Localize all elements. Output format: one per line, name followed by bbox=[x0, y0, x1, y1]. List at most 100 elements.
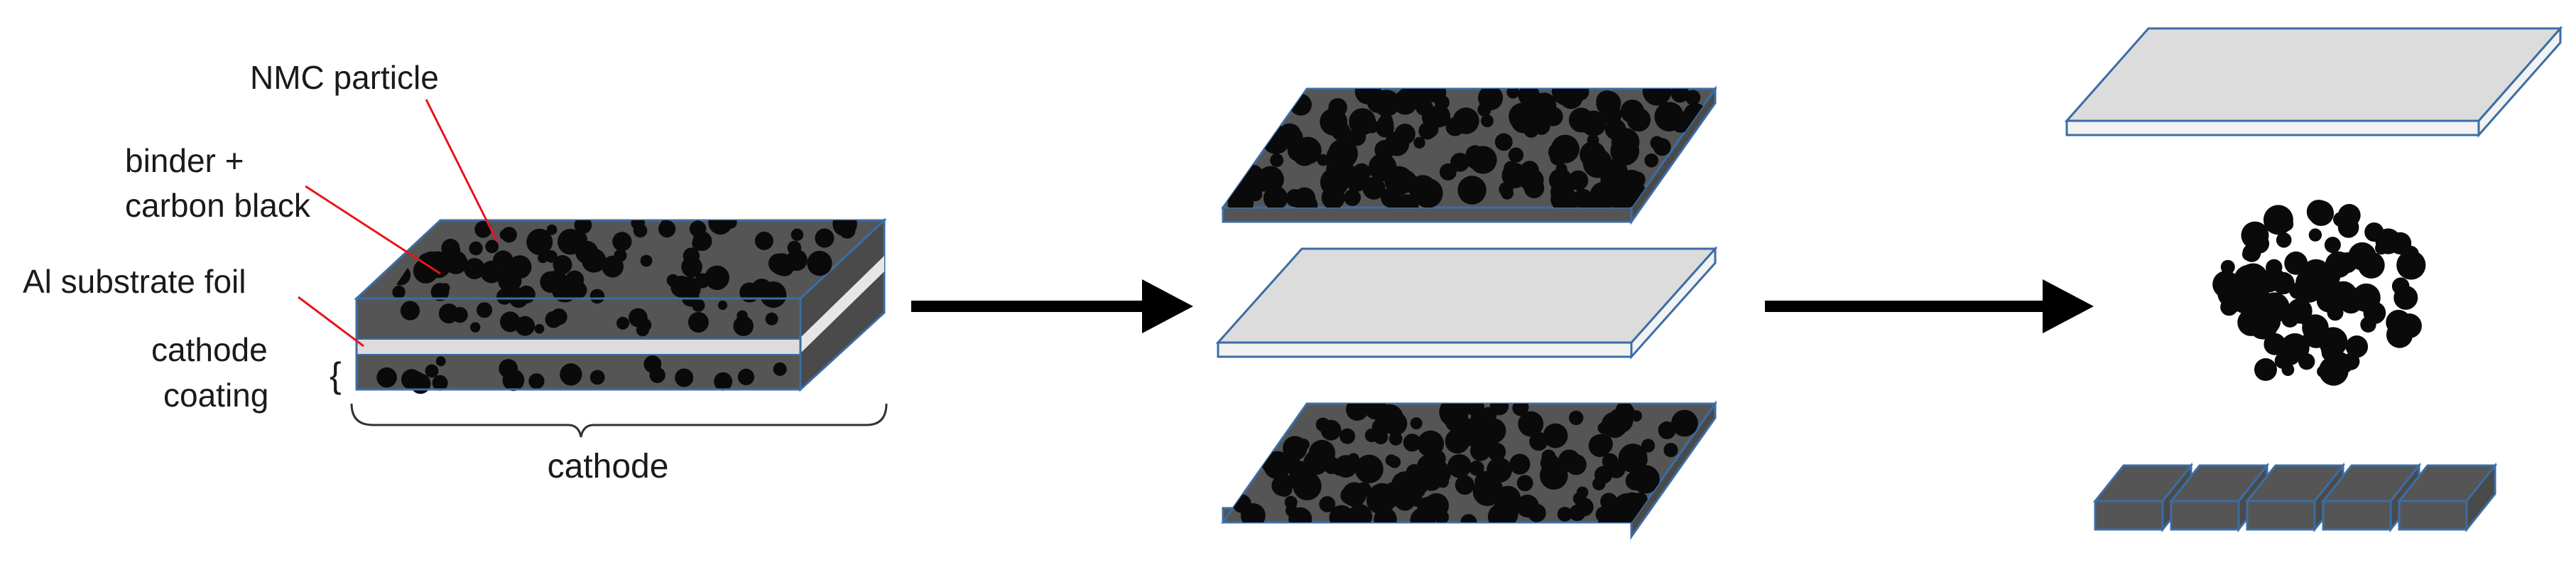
nmc-particle bbox=[1388, 432, 1403, 446]
nmc-particle bbox=[1321, 185, 1345, 208]
binder-block bbox=[2320, 462, 2422, 533]
nmc-particle bbox=[1331, 122, 1351, 141]
nmc-particles-top bbox=[369, 220, 857, 308]
nmc-particle bbox=[517, 285, 536, 303]
nmc-particle bbox=[1654, 102, 1685, 131]
nmc-particle bbox=[1410, 417, 1423, 430]
nmc-particle bbox=[1303, 450, 1329, 475]
nmc-particle bbox=[1371, 418, 1390, 436]
nmc-particle bbox=[1418, 122, 1437, 140]
nmc-particle bbox=[1347, 504, 1373, 522]
nmc-particle bbox=[498, 269, 522, 293]
nmc-particle bbox=[1594, 466, 1613, 484]
nmc-particle bbox=[474, 220, 492, 238]
nmc-particle bbox=[807, 250, 832, 276]
nmc-particle bbox=[485, 240, 499, 254]
al-foil-front bbox=[356, 338, 801, 355]
nmc-particle bbox=[464, 258, 485, 279]
leader-binder bbox=[305, 185, 441, 275]
nmc-particle bbox=[839, 222, 856, 239]
nmc-particle bbox=[435, 356, 446, 367]
nmc-particle bbox=[1572, 492, 1587, 505]
cathode-brace bbox=[350, 403, 888, 438]
nmc-particle bbox=[1565, 454, 1587, 475]
nmc-particle bbox=[616, 316, 629, 330]
nmc-particle bbox=[2287, 298, 2313, 324]
nmc-particle bbox=[1489, 404, 1509, 416]
nmc-particle bbox=[1374, 507, 1397, 522]
nmc-particle bbox=[2339, 290, 2363, 314]
binder-block bbox=[2092, 462, 2194, 533]
nmc-particle bbox=[570, 281, 587, 299]
nmc-particle bbox=[790, 228, 804, 241]
nmc-particle bbox=[546, 224, 558, 235]
nmc-particle bbox=[545, 311, 563, 328]
nmc-particle bbox=[1518, 411, 1544, 437]
nmc-particle bbox=[1523, 178, 1545, 198]
nmc-particle bbox=[392, 285, 406, 299]
nmc-particle bbox=[1439, 163, 1457, 181]
nmc-particle bbox=[675, 368, 694, 387]
nmc-particle bbox=[692, 298, 705, 312]
nmc-particle bbox=[1644, 154, 1658, 168]
leader-nmc-particle bbox=[425, 99, 499, 242]
nmc-particle bbox=[602, 255, 624, 278]
nmc-particle bbox=[2302, 314, 2329, 341]
nmc-particle bbox=[526, 228, 553, 255]
nmc-particle bbox=[2396, 250, 2426, 280]
nmc-particle bbox=[2337, 217, 2359, 238]
nmc-particle bbox=[1460, 514, 1477, 522]
nmc-particle bbox=[553, 255, 572, 274]
nmc-particle bbox=[724, 220, 737, 229]
nmc-particle bbox=[2396, 313, 2422, 338]
nmc-particle bbox=[1626, 107, 1651, 132]
nmc-particle bbox=[1369, 153, 1397, 181]
nmc-particle bbox=[400, 301, 420, 321]
nmc-particle bbox=[1329, 505, 1354, 522]
nmc-particle bbox=[1450, 153, 1469, 172]
nmc-particle bbox=[2308, 228, 2322, 242]
nmc-particle bbox=[1613, 182, 1639, 208]
nmc-particle bbox=[1315, 417, 1330, 432]
separated-layers bbox=[1215, 85, 1718, 540]
nmc-particle bbox=[558, 229, 584, 255]
nmc-particle bbox=[470, 322, 481, 333]
nmc-particle bbox=[1319, 496, 1336, 512]
nmc-particle bbox=[1263, 451, 1292, 480]
nmc-particle bbox=[1540, 461, 1568, 490]
nmc-particle bbox=[1472, 477, 1502, 507]
nmc-particle bbox=[737, 310, 748, 322]
nmc-particle bbox=[1357, 482, 1371, 497]
nmc-particle bbox=[1286, 504, 1298, 517]
nmc-particle bbox=[1385, 454, 1398, 466]
nmc-particle bbox=[1557, 507, 1572, 522]
leader-substrate bbox=[298, 296, 364, 348]
nmc-particle bbox=[583, 257, 598, 271]
nmc-particle bbox=[733, 316, 754, 336]
nmc-particle bbox=[1457, 176, 1487, 205]
nmc-particle bbox=[1598, 510, 1621, 522]
nmc-particle bbox=[1271, 475, 1293, 496]
nmc-particle bbox=[1555, 163, 1567, 175]
nmc-particle bbox=[1413, 136, 1425, 149]
nmc-particle bbox=[643, 355, 662, 373]
nmc-particle bbox=[430, 283, 450, 301]
nmc-particle bbox=[773, 362, 787, 376]
nmc-particle bbox=[560, 363, 582, 386]
nmc-particle bbox=[1455, 475, 1474, 495]
nmc-particle bbox=[2254, 358, 2277, 381]
nmc-particle bbox=[1506, 89, 1520, 99]
nmc-particle bbox=[2391, 277, 2410, 296]
nmc-particle bbox=[1491, 500, 1518, 522]
nmc-particle bbox=[376, 367, 397, 388]
nmc-particle bbox=[2281, 363, 2295, 376]
nmc-particle bbox=[1477, 102, 1491, 117]
nmc-particle bbox=[1658, 421, 1676, 439]
binder-block bbox=[2396, 462, 2498, 533]
nmc-particle bbox=[2220, 259, 2235, 274]
nmc-particle bbox=[1554, 195, 1577, 208]
nmc-particle bbox=[1509, 114, 1523, 127]
nmc-particle bbox=[633, 223, 648, 238]
leader-lines bbox=[298, 99, 499, 348]
nmc-particle bbox=[1602, 453, 1619, 470]
